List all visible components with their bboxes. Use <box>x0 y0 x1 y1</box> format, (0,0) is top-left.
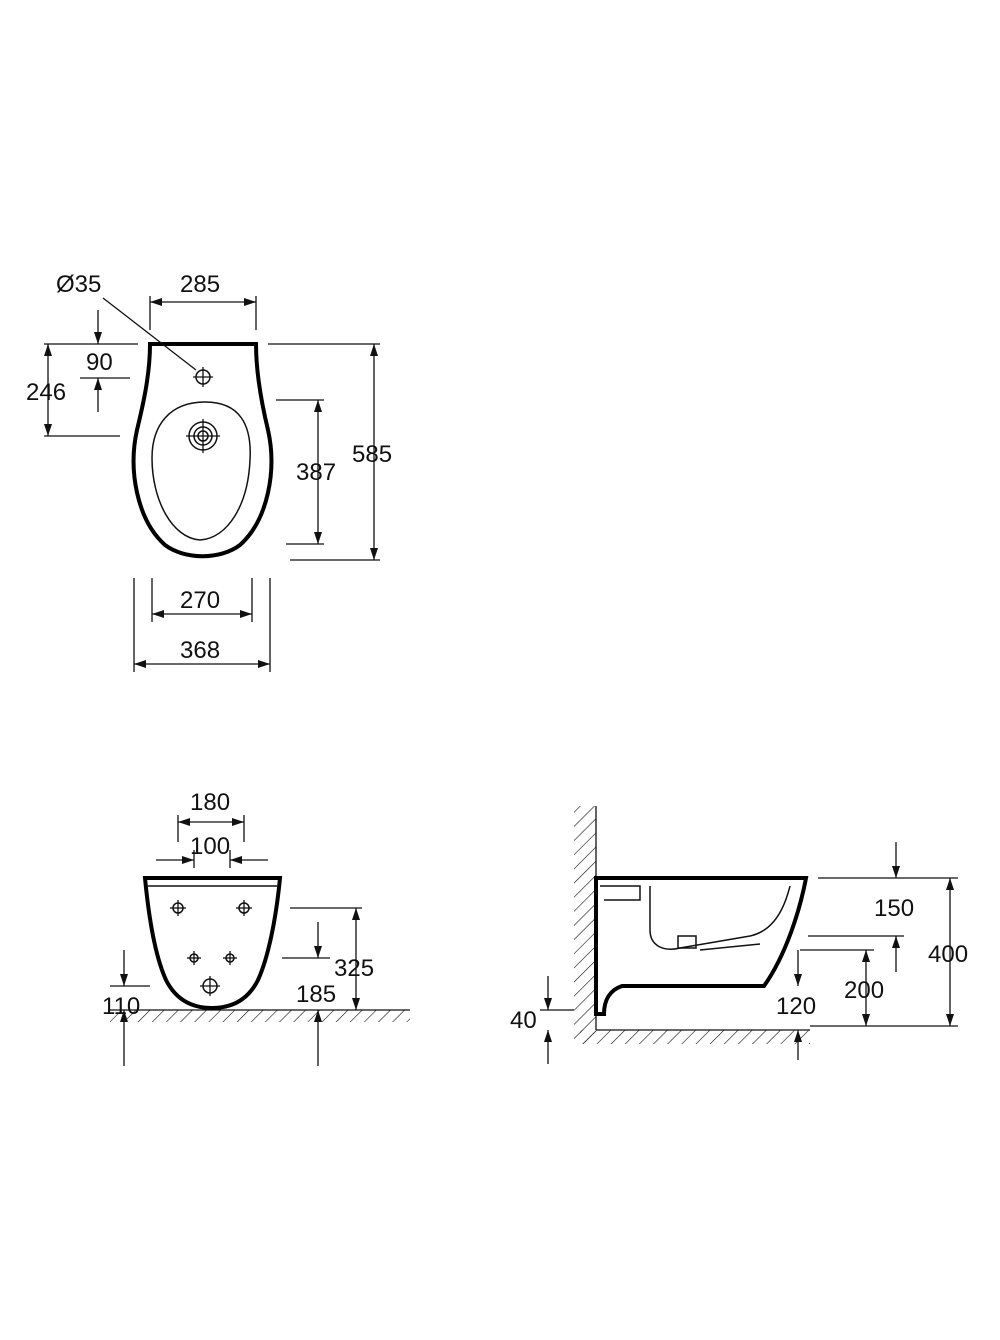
side-view: 150 400 200 120 40 <box>510 806 968 1064</box>
dim-100-label: 100 <box>190 833 230 860</box>
inner-bowl-section <box>649 885 791 950</box>
drain-icon <box>186 419 220 453</box>
dim-387-label: 387 <box>296 459 336 486</box>
dim-270-label: 270 <box>180 587 220 614</box>
tap-hole-icon <box>193 367 213 387</box>
dim-400-label: 400 <box>928 941 968 968</box>
supply-hole-icon <box>223 951 237 965</box>
dim-110-label: 110 <box>102 993 140 1020</box>
inner-trapway <box>600 885 641 901</box>
mounting-hole-icon <box>236 900 252 916</box>
dim-120-label: 120 <box>776 993 816 1020</box>
dim-90-label: 90 <box>86 349 113 376</box>
supply-hole-icon <box>187 951 201 965</box>
dim-150-label: 150 <box>874 895 914 922</box>
floor-hatch <box>580 1030 810 1044</box>
dim-180-label: 180 <box>190 789 230 816</box>
dim-185-label: 185 <box>296 981 336 1008</box>
front-view: 180 100 325 185 110 <box>102 789 410 1066</box>
dim-585-label: 585 <box>352 441 392 468</box>
top-view: Ø35 285 90 246 387 <box>26 271 392 672</box>
dim-dia35-label: Ø35 <box>56 271 101 298</box>
side-bidet-outline <box>594 876 809 1016</box>
floor-hatch <box>110 1010 410 1022</box>
mounting-hole-icon <box>170 900 186 916</box>
wall-hatch <box>574 806 596 1044</box>
dim-40-label: 40 <box>510 1007 537 1034</box>
dim-246-label: 246 <box>26 379 66 406</box>
drain-fitting <box>677 935 697 949</box>
front-bowl-outline <box>142 876 283 1011</box>
dim-285-label: 285 <box>180 271 220 298</box>
dim-325-label: 325 <box>334 955 374 982</box>
inner-basin <box>151 401 251 541</box>
waste-hole-icon <box>200 976 220 996</box>
dim-200-label: 200 <box>844 977 884 1004</box>
dim-368-label: 368 <box>180 637 220 664</box>
